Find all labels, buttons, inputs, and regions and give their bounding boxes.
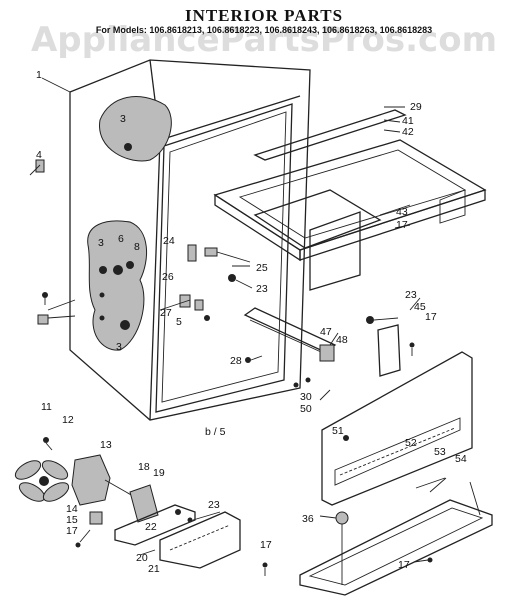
page-mark: b / 5	[205, 426, 226, 438]
callout-20: 20	[136, 552, 148, 564]
callout-50: 50	[300, 403, 312, 415]
model-list: For Models: 106.8618213, 106.8618223, 10…	[95, 25, 433, 35]
callout-24: 24	[163, 235, 175, 247]
liner-cabinet	[69, 59, 311, 421]
callout-3a: 3	[120, 113, 126, 125]
callout-17d: 17	[260, 539, 272, 551]
callout-28: 28	[230, 355, 242, 367]
part-clip-4	[29, 159, 45, 176]
callout-3b: 3	[98, 237, 104, 249]
callout-6: 6	[118, 233, 124, 245]
callout-18: 18	[138, 461, 150, 473]
callout-12: 12	[62, 414, 74, 426]
callout-47: 47	[320, 326, 332, 338]
duct-bracket	[114, 484, 268, 576]
hinge-hardware	[159, 244, 253, 321]
bracket-45	[366, 316, 415, 377]
fan-assembly	[14, 437, 141, 548]
page-title: INTERIOR PARTS	[184, 6, 344, 25]
callout-23c: 23	[208, 499, 220, 511]
callout-19: 19	[153, 467, 165, 479]
callout-23b: 23	[405, 289, 417, 301]
callout-54: 54	[455, 453, 467, 465]
callout-14: 14	[66, 503, 78, 515]
callout-17a: 17	[396, 219, 408, 231]
rear-panel	[293, 351, 473, 506]
callout-42: 42	[402, 126, 414, 138]
callout-53: 53	[434, 446, 446, 458]
callout-43: 43	[396, 206, 408, 218]
callout-26: 26	[162, 271, 174, 283]
callout-25: 25	[256, 262, 268, 274]
callout-4: 4	[36, 149, 42, 161]
callout-5: 5	[176, 316, 182, 328]
callout-17b: 17	[425, 311, 437, 323]
leader-lines	[41, 77, 481, 563]
callout-41: 41	[402, 115, 414, 127]
left-screws	[37, 292, 76, 325]
callout-1: 1	[36, 69, 42, 81]
callout-27: 27	[160, 307, 172, 319]
bottom-tray	[299, 499, 493, 596]
callout-48: 48	[336, 334, 348, 346]
callout-36: 36	[302, 513, 314, 525]
callout-15: 15	[66, 514, 78, 526]
callout-17c: 17	[66, 525, 78, 537]
shelf-frame	[213, 109, 487, 291]
callout-30: 30	[300, 391, 312, 403]
callout-11: 11	[41, 401, 52, 413]
callout-21: 21	[148, 563, 160, 575]
callout-52: 52	[405, 437, 417, 449]
callout-29: 29	[410, 101, 422, 113]
callout-22: 22	[145, 521, 157, 533]
callout-13: 13	[100, 439, 112, 451]
callout-3c: 3	[116, 341, 122, 353]
callout-8: 8	[134, 241, 140, 253]
rail-assembly	[243, 307, 337, 363]
callout-23a: 23	[256, 283, 268, 295]
callout-45: 45	[414, 301, 426, 313]
callout-51: 51	[332, 425, 344, 437]
callout-17e: 17	[398, 559, 410, 571]
